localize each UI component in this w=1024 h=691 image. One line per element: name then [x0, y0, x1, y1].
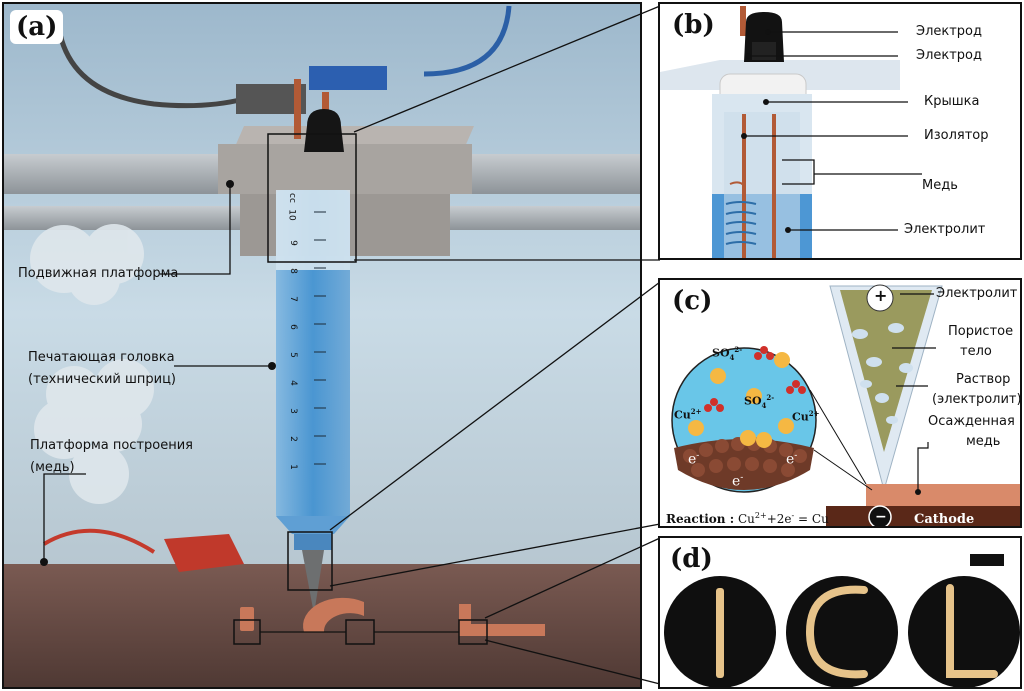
copper-wire-2	[772, 114, 776, 258]
panel-c-label: (c)	[666, 284, 719, 318]
panel-d-illustration	[660, 538, 1020, 687]
label-electrode-1: Электрод	[916, 24, 983, 39]
nozzle-tip	[302, 550, 324, 614]
reaction-label: Reaction :	[666, 512, 735, 526]
label-porous-body-1: Пористое	[948, 324, 1014, 339]
cathode-label: Cathode	[914, 512, 975, 527]
panel-a-label: (a)	[10, 10, 64, 44]
label-print-head-1: Печатающая головка	[28, 350, 175, 365]
syringe-scale-9: 9	[287, 240, 298, 246]
label-porous-body-2: тело	[960, 344, 992, 359]
panel-c: (c) + − Cathode Электролит Пористое тело…	[658, 278, 1022, 528]
syringe-scale-8: 8	[287, 268, 298, 274]
panel-b: (b) Электрод Электрод Крышка Изолятор Ме…	[658, 2, 1022, 260]
panel-a-illustration	[4, 4, 640, 687]
label-print-head-2: (технический шприц)	[28, 372, 177, 387]
label-moving-platform: Подвижная платформа	[18, 266, 179, 281]
species-sulfate-1: SO42-	[712, 345, 743, 362]
syringe-scale-cc: cc	[286, 193, 297, 203]
species-cu-1: Cu2+	[674, 407, 702, 422]
panel-a: (a) cc 10 9 8 7 6 5 4 3 2 1 Подвижная пл…	[2, 2, 642, 689]
red-clip	[164, 534, 244, 572]
panel-b-illustration	[660, 4, 1020, 258]
panel-d: (d)	[658, 536, 1022, 689]
panel-b-label: (b)	[666, 8, 721, 42]
label-solution-2: (электролит)	[932, 392, 1022, 407]
label-build-platform-1: Платформа построения	[30, 438, 193, 453]
callout-leaders-c	[892, 293, 936, 492]
reaction-equation: Reaction : Cu2++2e- = Cu	[666, 511, 829, 526]
blue-clip	[309, 66, 387, 90]
syringe-scale-6: 6	[287, 324, 298, 330]
label-copper: Медь	[922, 178, 958, 193]
cu-ions	[688, 352, 794, 448]
syringe-scale-1: 1	[287, 464, 298, 470]
minus-sign: −	[875, 509, 887, 525]
sample-disc-l	[908, 576, 1020, 687]
printed-icl	[240, 597, 545, 636]
species-electron-3: e-	[786, 451, 798, 468]
species-sulfate-2: SO42-	[744, 393, 775, 410]
syringe-scale-5: 5	[287, 352, 298, 358]
callout-leaders-b	[744, 31, 922, 231]
syringe-scale-2: 2	[287, 436, 298, 442]
red-cable	[42, 528, 156, 554]
syringe-scale-10: 10	[286, 209, 297, 221]
cloud-decor	[30, 224, 154, 504]
callout-leaders-a	[43, 184, 272, 562]
syringe-scale-ticks	[314, 211, 326, 465]
plus-sign: +	[874, 286, 888, 305]
moving-platform	[218, 144, 472, 194]
detail-box-b	[267, 133, 357, 263]
label-electrolyte-c: Электролит	[936, 286, 1018, 301]
label-build-platform-2: (медь)	[30, 460, 75, 475]
syringe-scale-4: 4	[287, 380, 298, 386]
reaction-cu: Cu	[737, 512, 755, 526]
deposited-copper	[866, 484, 1020, 506]
species-cu-2: Cu2+	[792, 409, 820, 424]
syringe-scale-7: 7	[287, 296, 298, 302]
reaction-end: = Cu	[798, 512, 829, 526]
sample-disc-i	[664, 576, 776, 687]
scale-bar	[970, 554, 1004, 566]
sulfate-ions	[704, 346, 806, 412]
label-electrode-2: Электрод	[916, 48, 983, 63]
panel-d-label: (d)	[664, 542, 719, 576]
label-electrolyte: Электролит	[904, 222, 986, 237]
label-deposited-2: медь	[966, 434, 1001, 449]
reaction-mid: +2e	[766, 512, 792, 526]
panel-c-illustration	[660, 280, 1020, 526]
syringe-scale-3: 3	[287, 408, 298, 414]
label-insulator: Изолятор	[924, 128, 989, 143]
label-deposited-1: Осажденная	[928, 414, 1015, 429]
porous-holes	[852, 323, 913, 424]
black-cable	[57, 33, 245, 109]
species-electron-1: e-	[688, 451, 700, 468]
label-solution-1: Раствор	[956, 372, 1011, 387]
sample-disc-c	[786, 576, 898, 687]
label-lid: Крышка	[924, 94, 980, 109]
electrode-cap	[304, 109, 344, 152]
species-electron-2: e-	[732, 473, 744, 490]
